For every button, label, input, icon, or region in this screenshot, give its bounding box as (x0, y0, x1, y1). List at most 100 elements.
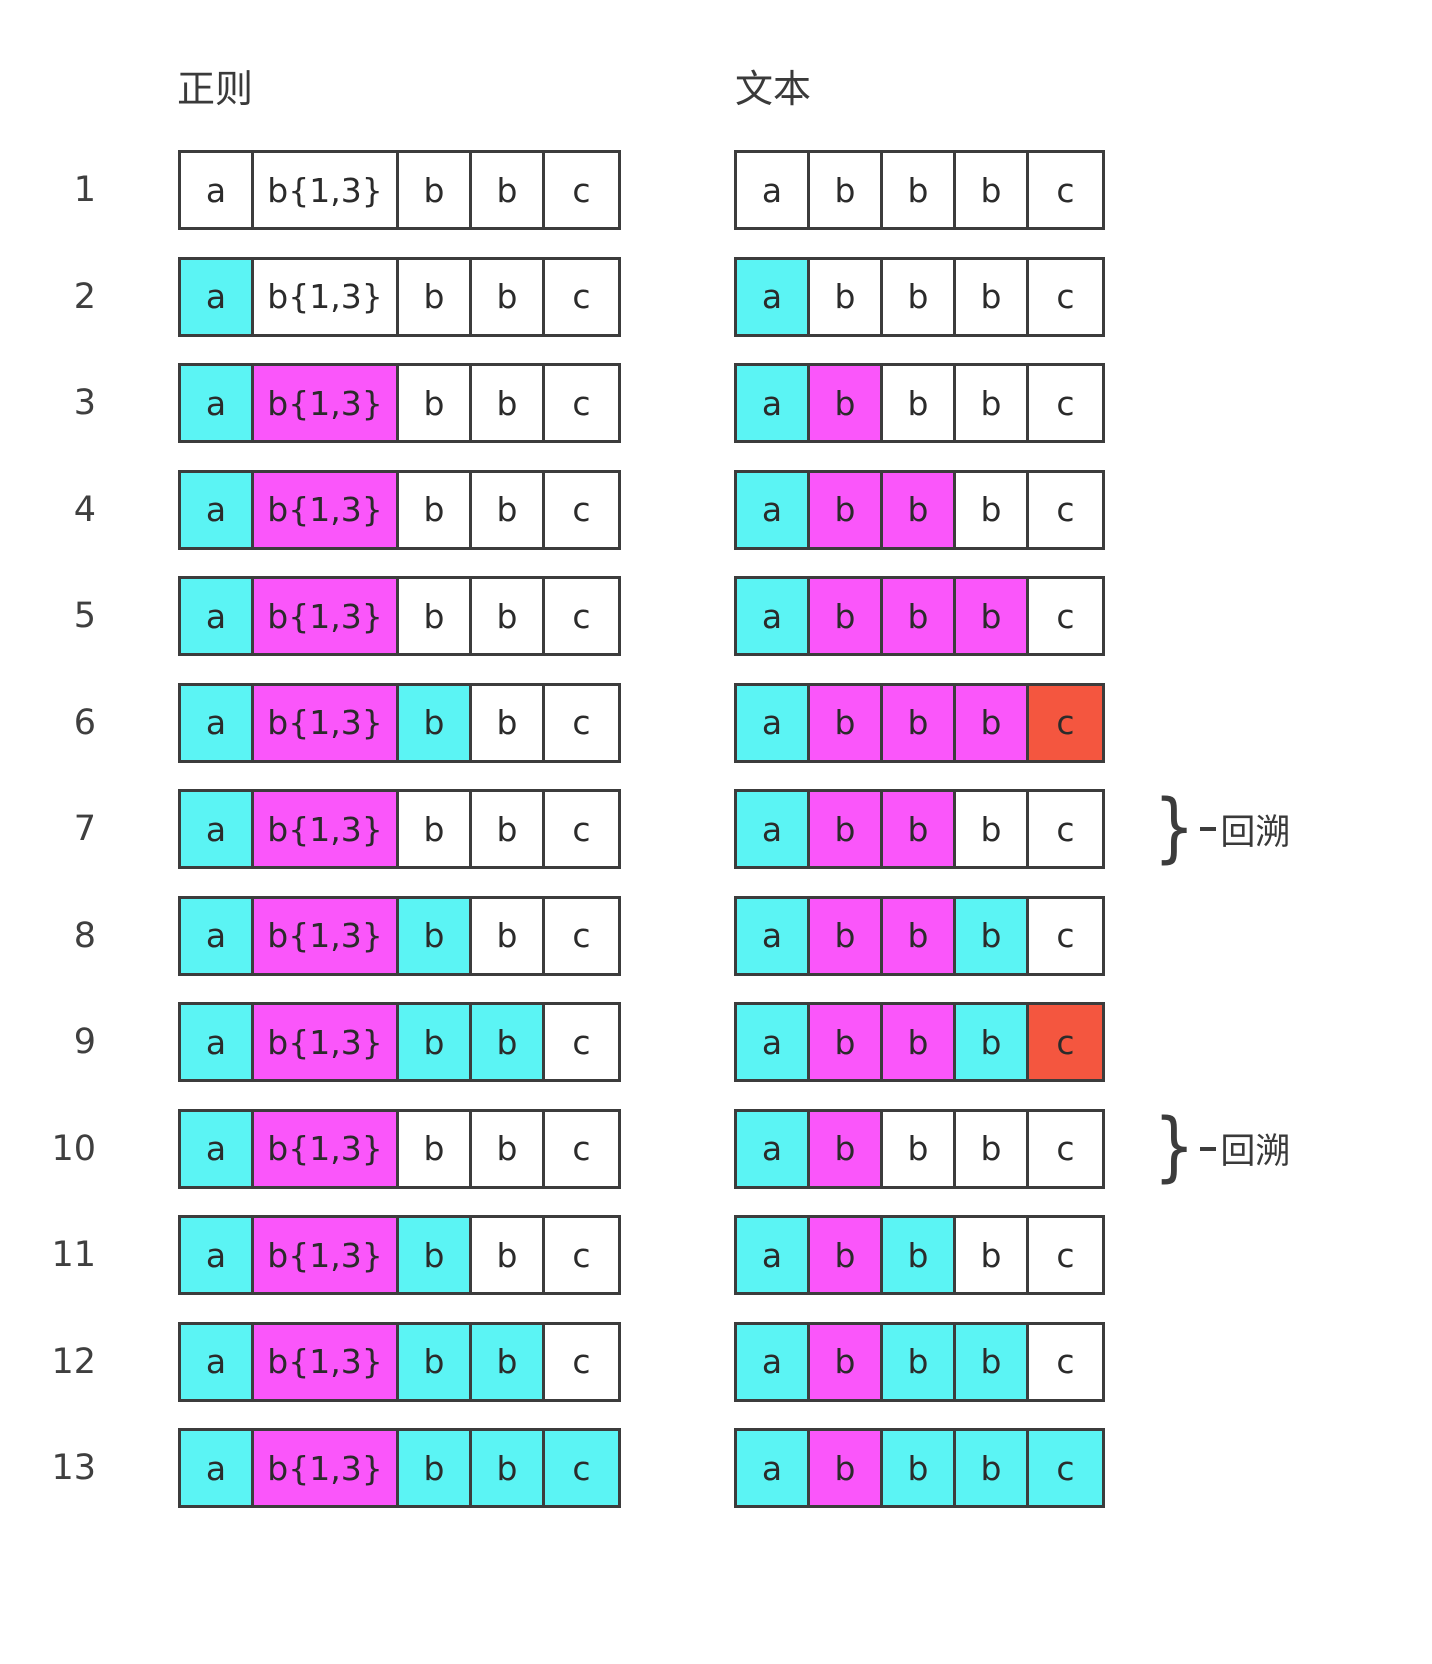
text-cell: b (810, 1218, 883, 1292)
text-cell: c (1029, 366, 1102, 440)
regex-cell: c (545, 792, 618, 866)
regex-cell: b (472, 259, 545, 334)
text-cell: b (810, 1324, 883, 1399)
text-cell: b (956, 579, 1029, 653)
step-row-number: 7 (73, 809, 96, 849)
text-cell: a (737, 472, 810, 547)
text-cell: b (883, 153, 956, 227)
regex-cell: b{1,3} (254, 1005, 399, 1079)
text-cell: a (737, 1218, 810, 1292)
text-cell: a (737, 1005, 810, 1079)
step-row-number: 10 (51, 1128, 96, 1169)
regex-cell: b (399, 1111, 472, 1186)
text-cell: b (883, 898, 956, 973)
text-cell: a (737, 153, 810, 227)
regex-cell: c (545, 153, 618, 227)
text-cell: b (883, 1431, 956, 1505)
text-cell: b (810, 685, 883, 760)
regex-cell: b (472, 1218, 545, 1292)
regex-cell: b (399, 1218, 472, 1292)
text-cell: b (810, 579, 883, 653)
text-cell: b (810, 153, 883, 227)
regex-cell: a (181, 898, 254, 973)
step-row-number: 11 (51, 1235, 96, 1275)
regex-cell: b (399, 259, 472, 334)
regex-cell: b{1,3} (254, 579, 399, 653)
text-cell: b (810, 259, 883, 334)
regex-cell: b (472, 472, 545, 547)
regex-cell: a (181, 579, 254, 653)
text-cell: b (956, 1005, 1029, 1079)
text-cell: c (1029, 1431, 1102, 1505)
text-cell: b (810, 1005, 883, 1079)
regex-cell: c (545, 1218, 618, 1292)
text-cell: c (1029, 153, 1102, 227)
text-cell: a (737, 685, 810, 760)
regex-cell: c (545, 1324, 618, 1399)
regex-cell: b (472, 685, 545, 760)
regex-cell: b (399, 1005, 472, 1079)
backtrack-annotation: }回溯 (1150, 1108, 1291, 1189)
step-row-number: 2 (73, 276, 96, 317)
regex-cell: b{1,3} (254, 685, 399, 760)
text-cell: b (883, 1111, 956, 1186)
regex-cell: b (399, 1431, 472, 1505)
text-cell: b (810, 366, 883, 440)
text-cell: c (1029, 1218, 1102, 1292)
text-cell: b (810, 1111, 883, 1186)
regex-cell: b (472, 1111, 545, 1186)
brace-connector-line (1200, 1146, 1217, 1151)
step-row-number: 13 (51, 1448, 96, 1488)
regex-cell: c (545, 685, 618, 760)
text-cell: c (1029, 898, 1102, 973)
regex-cell: c (545, 579, 618, 653)
text-cell: c (1029, 259, 1102, 334)
regex-cell: c (545, 1005, 618, 1079)
text-cell: b (883, 1324, 956, 1399)
regex-cell: a (181, 1324, 254, 1399)
column-header-regex: 正则 (177, 67, 254, 111)
regex-cell: a (181, 472, 254, 547)
text-cell: b (883, 792, 956, 866)
regex-cell: a (181, 259, 254, 334)
regex-cell: b{1,3} (254, 153, 399, 227)
text-cell: a (737, 579, 810, 653)
regex-cell: c (545, 1431, 618, 1505)
regex-cell: b (399, 579, 472, 653)
regex-cell: b{1,3} (254, 1324, 399, 1399)
text-cell: a (737, 792, 810, 866)
regex-cell: b (399, 898, 472, 973)
regex-cell: c (545, 472, 618, 547)
regex-cell: a (181, 685, 254, 760)
text-cell: b (883, 685, 956, 760)
regex-cell: b (472, 366, 545, 440)
text-cell: b (883, 472, 956, 547)
regex-cell: b (472, 792, 545, 866)
column-header-text: 文本 (735, 67, 812, 111)
regex-cell: b (399, 472, 472, 547)
text-cell: b (956, 898, 1029, 973)
regex-cell: b{1,3} (254, 898, 399, 973)
text-cell: c (1029, 472, 1102, 547)
text-cell: b (956, 1431, 1029, 1505)
regex-cell: b (399, 153, 472, 227)
backtrack-annotation: }回溯 (1150, 788, 1291, 869)
